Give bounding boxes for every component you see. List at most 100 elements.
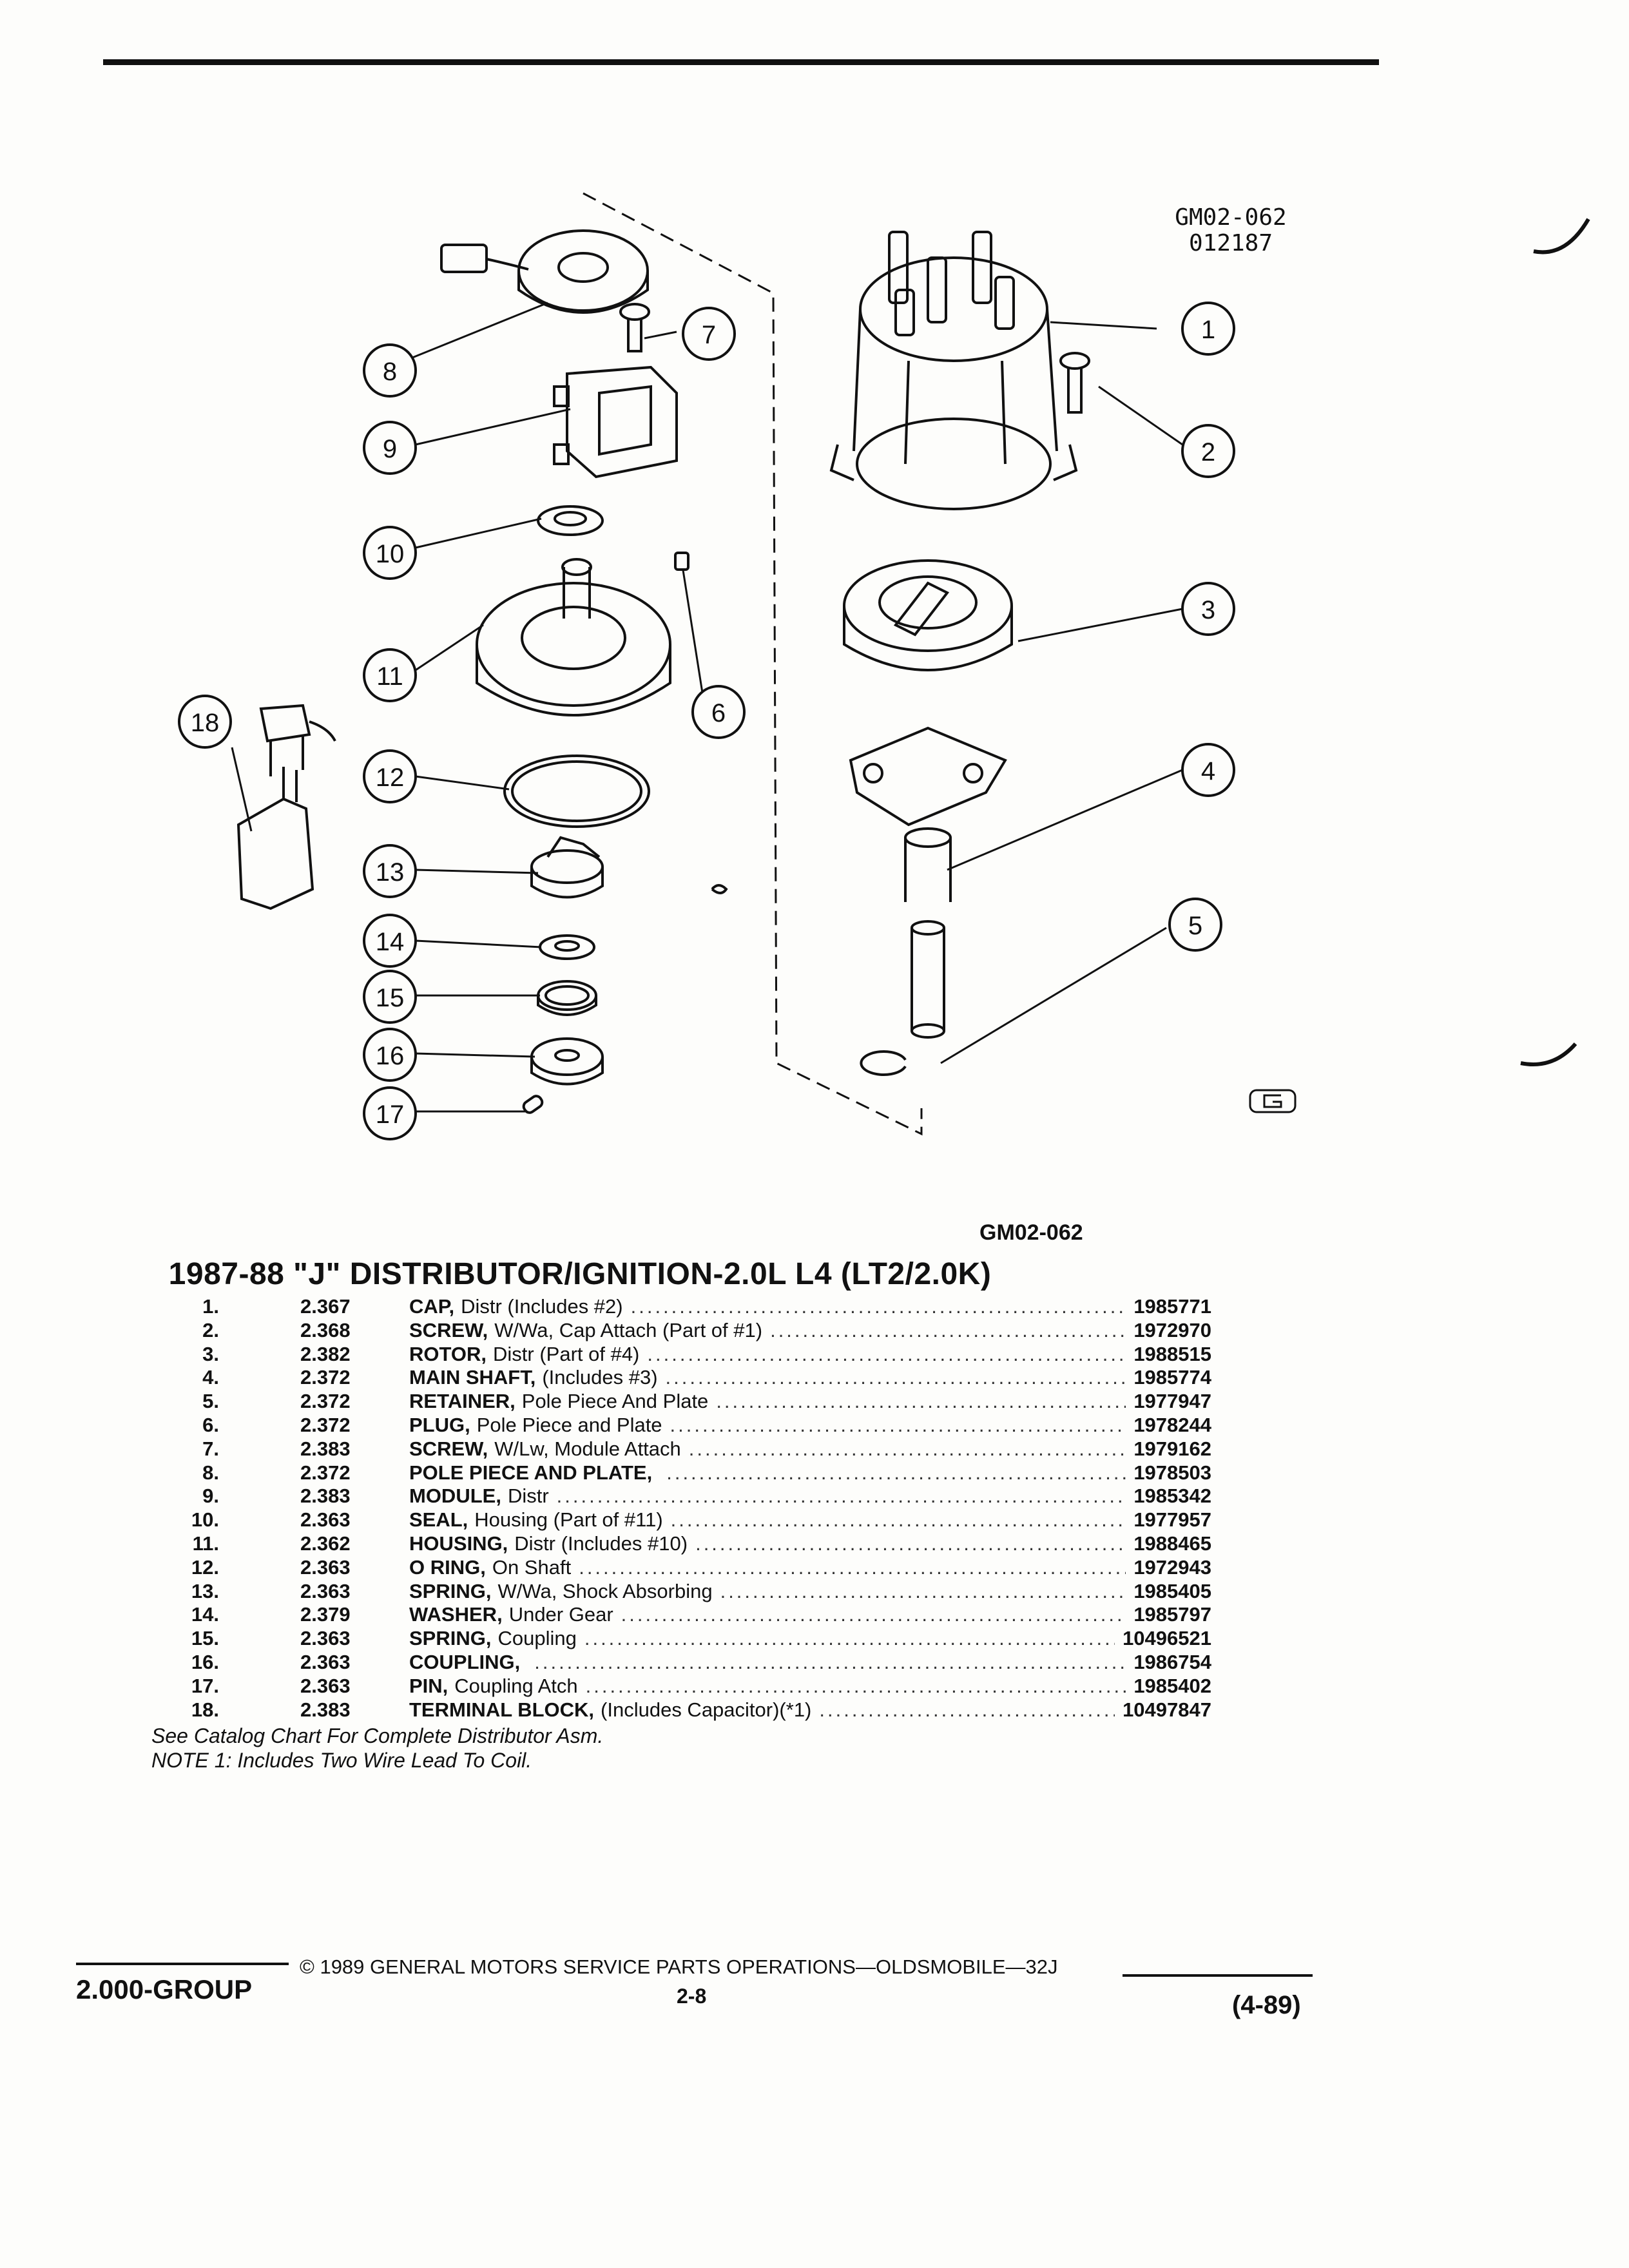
part-description: SEAL,Housing (Part of #11)1977957 bbox=[409, 1508, 1211, 1532]
callout-circle-13 bbox=[363, 844, 417, 898]
callout-8: 8 bbox=[383, 358, 397, 386]
part-number: 1985402 bbox=[1133, 1674, 1211, 1697]
leader-dots bbox=[770, 1319, 1126, 1342]
part-description: HOUSING, Distr (Includes #10) 1988465 bbox=[409, 1532, 1211, 1555]
item-number: 8. bbox=[202, 1461, 219, 1484]
part-detail: W/Wa, Shock Absorbing bbox=[497, 1579, 713, 1602]
item-number: 2. bbox=[202, 1318, 219, 1341]
footnote-1: NOTE 1: Includes Two Wire Lead To Coil. bbox=[151, 1749, 532, 1772]
leader-dots bbox=[819, 1698, 1115, 1722]
part-detail: W/Lw, Module Attach bbox=[494, 1437, 681, 1460]
callout-15: 15 bbox=[376, 984, 405, 1012]
part-name: CAP, bbox=[409, 1295, 455, 1318]
distributor-cap-drawing bbox=[829, 231, 1078, 510]
callout-circle-8 bbox=[363, 343, 417, 398]
part-number: 1979162 bbox=[1133, 1437, 1211, 1460]
part-number: 10497847 bbox=[1123, 1698, 1211, 1721]
top-rule bbox=[103, 59, 1379, 65]
part-detail: On Shaft bbox=[492, 1555, 572, 1579]
part-number: 1972943 bbox=[1133, 1555, 1211, 1579]
item-number: 9. bbox=[202, 1485, 219, 1508]
leader-dots bbox=[557, 1485, 1126, 1508]
callout-3: 3 bbox=[1201, 596, 1215, 624]
footer-copyright: © 1989 GENERAL MOTORS SERVICE PARTS OPER… bbox=[300, 1956, 1058, 1978]
part-name: HOUSING, bbox=[409, 1532, 508, 1555]
callout-circle-5 bbox=[1168, 898, 1222, 952]
part-description: SCREW,W/Lw, Module Attach1979162 bbox=[409, 1437, 1211, 1461]
part-description: SCREW,W/Wa, Cap Attach (Part of #1)19729… bbox=[409, 1319, 1211, 1342]
retainer-drawing bbox=[860, 1050, 907, 1076]
item-number: 13. bbox=[191, 1579, 219, 1602]
group-number: 2.368 bbox=[300, 1318, 351, 1341]
washer-drawing bbox=[539, 934, 595, 960]
part-number: 10496521 bbox=[1123, 1627, 1211, 1650]
group-number: 2.372 bbox=[300, 1461, 351, 1484]
group-number: 2.383 bbox=[300, 1485, 351, 1508]
callout-circle-1 bbox=[1181, 302, 1235, 356]
item-number: 4. bbox=[202, 1366, 219, 1389]
callout-2: 2 bbox=[1201, 438, 1215, 466]
callout-9: 9 bbox=[383, 435, 397, 463]
footer-rule-left bbox=[76, 1963, 289, 1965]
part-description: SPRING,W/Wa, Shock Absorbing1985405 bbox=[409, 1580, 1211, 1603]
callout-circle-10 bbox=[363, 526, 417, 580]
part-number: 1988465 bbox=[1133, 1532, 1211, 1555]
leader-dots bbox=[666, 1461, 1126, 1485]
callout-circle-4 bbox=[1181, 743, 1235, 797]
shock-spring-drawing bbox=[530, 836, 604, 899]
housing-drawing bbox=[476, 558, 671, 716]
leader-dots bbox=[647, 1343, 1126, 1366]
callout-4: 4 bbox=[1201, 757, 1215, 785]
part-name: SCREW, bbox=[409, 1318, 488, 1341]
item-number: 15. bbox=[191, 1627, 219, 1650]
group-number: 2.383 bbox=[300, 1437, 351, 1460]
parts-row: 8. 2.372 POLE PIECE AND PLATE,1978503 bbox=[148, 1461, 1211, 1485]
callout-18: 18 bbox=[191, 709, 220, 737]
plug-drawing bbox=[674, 552, 689, 571]
leader-dots bbox=[670, 1414, 1126, 1437]
item-number: 6. bbox=[202, 1413, 219, 1436]
part-description: POLE PIECE AND PLATE,1978503 bbox=[409, 1461, 1211, 1485]
callout-6: 6 bbox=[711, 699, 726, 727]
leader-dots bbox=[579, 1556, 1126, 1579]
part-name: RETAINER, bbox=[409, 1390, 516, 1413]
callout-7: 7 bbox=[702, 321, 716, 349]
part-detail: W/Wa, Cap Attach (Part of #1) bbox=[494, 1318, 763, 1341]
item-number: 16. bbox=[191, 1650, 219, 1673]
group-number: 2.363 bbox=[300, 1627, 351, 1650]
part-description: SPRING,Coupling10496521 bbox=[409, 1627, 1211, 1650]
module-drawing bbox=[553, 365, 678, 479]
leader-dots bbox=[534, 1651, 1126, 1674]
group-number: 2.372 bbox=[300, 1366, 351, 1389]
item-number: 7. bbox=[202, 1437, 219, 1460]
group-number: 2.372 bbox=[300, 1413, 351, 1436]
callout-10: 10 bbox=[376, 540, 405, 568]
part-name: WASHER, bbox=[409, 1603, 503, 1626]
group-number: 2.362 bbox=[300, 1532, 351, 1555]
figure-code-line1: GM02-062 bbox=[1175, 204, 1287, 231]
leader-dots bbox=[586, 1675, 1126, 1698]
item-number: 17. bbox=[191, 1674, 219, 1697]
group-number: 2.383 bbox=[300, 1698, 351, 1721]
group-number: 2.367 bbox=[300, 1295, 351, 1318]
part-detail: Distr (Includes #10) bbox=[514, 1532, 688, 1555]
part-description: CAP,Distr (Includes #2)1985771 bbox=[409, 1295, 1211, 1318]
figure-code: GM02-062 012187 bbox=[1153, 205, 1308, 256]
callout-circle-12 bbox=[363, 749, 417, 803]
part-detail: Distr (Part of #4) bbox=[493, 1342, 640, 1365]
part-name: SEAL, bbox=[409, 1508, 468, 1532]
leader-dots bbox=[584, 1627, 1115, 1650]
part-detail: Distr (Includes #2) bbox=[461, 1295, 623, 1318]
part-name: PLUG, bbox=[409, 1413, 470, 1436]
part-number: 1978244 bbox=[1133, 1413, 1211, 1436]
leader-dots bbox=[666, 1366, 1126, 1389]
part-name: MODULE, bbox=[409, 1485, 501, 1508]
part-detail: Coupling bbox=[497, 1627, 577, 1650]
